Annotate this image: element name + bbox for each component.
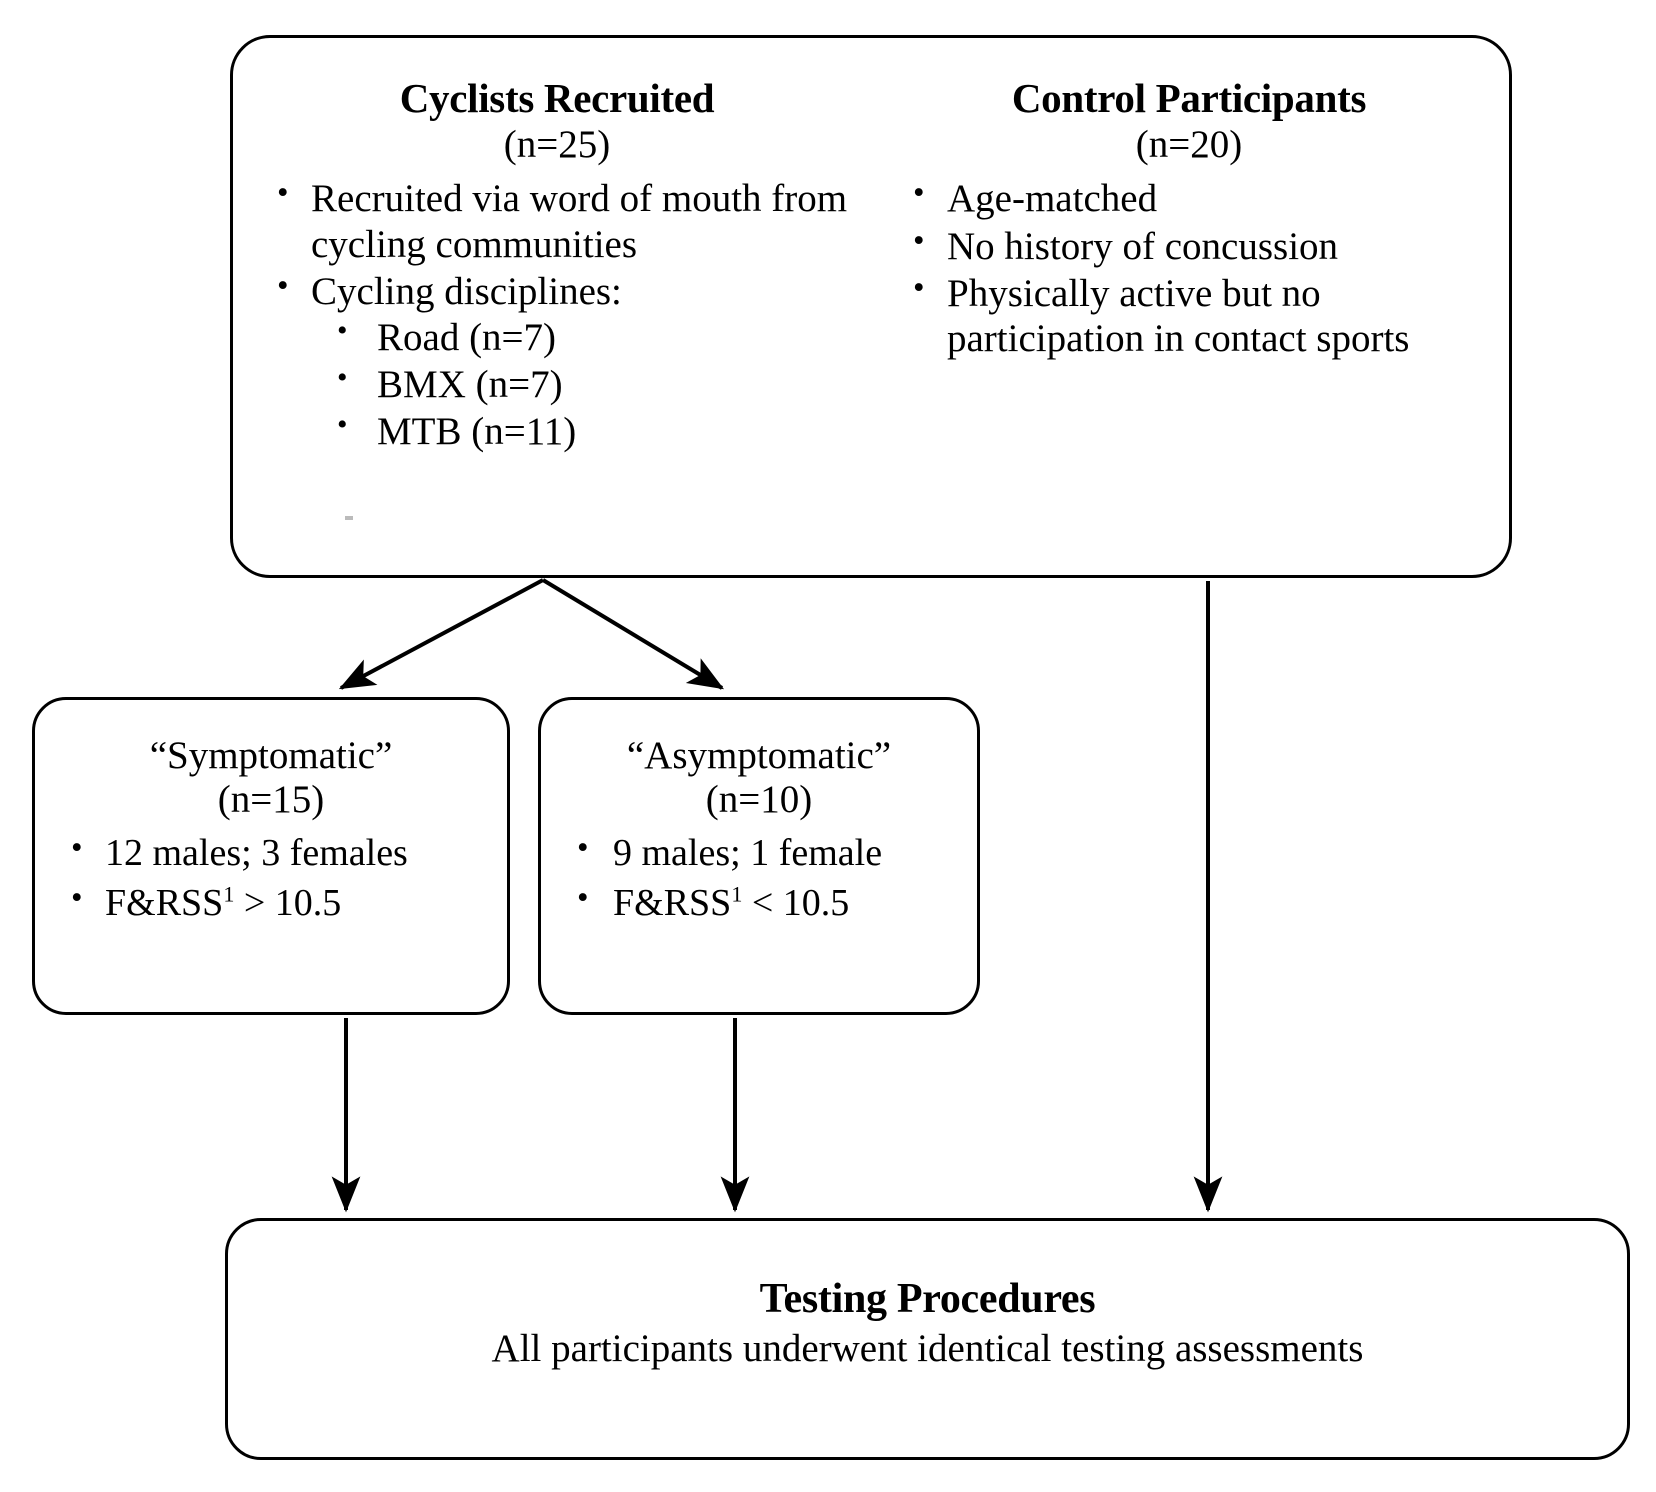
node-symptomatic[interactable]: “Symptomatic” (n=15) 12 males; 3 females… — [32, 697, 510, 1015]
edge-cyclists-to-symptomatic — [338, 578, 544, 690]
criterion-footnote-marker: 1 — [731, 881, 743, 907]
cyclists-count: (n=25) — [503, 123, 611, 167]
list-item: No history of concussion — [895, 222, 1483, 269]
criterion-footnote-marker: 1 — [223, 881, 235, 907]
asymptomatic-title: “Asymptomatic” — [626, 734, 892, 777]
symptomatic-count: (n=15) — [217, 778, 325, 822]
list-item: Physically active but no participation i… — [895, 269, 1483, 361]
group-controls: Control Participants (n=20) Age-matched … — [871, 76, 1483, 457]
sex-split-text: 12 males; 3 females — [105, 831, 408, 874]
list-item: 12 males; 3 females — [45, 829, 497, 875]
bullet-text: Age-matched — [947, 177, 1158, 221]
discipline-text: MTB (n=11) — [377, 410, 577, 454]
list-item: 9 males; 1 female — [551, 829, 967, 875]
list-item: Road (n=7) — [311, 313, 855, 361]
list-item: F&RSS1 < 10.5 — [551, 879, 967, 925]
asymptomatic-bullet-list: 9 males; 1 female F&RSS1 < 10.5 — [551, 829, 967, 925]
cyclists-title: Cyclists Recruited — [399, 75, 715, 121]
asymptomatic-count: (n=10) — [705, 778, 813, 822]
stray-mark — [345, 516, 353, 520]
list-item: BMX (n=7) — [311, 360, 855, 408]
testing-description: All participants underwent identical tes… — [491, 1327, 1364, 1371]
controls-count: (n=20) — [1135, 123, 1243, 167]
criterion-label: F&RSS — [105, 881, 224, 924]
list-item: Recruited via word of mouth from cycling… — [259, 174, 855, 266]
bullet-text: Recruited via word of mouth from cycling… — [311, 177, 848, 266]
sex-split-text: 9 males; 1 female — [613, 831, 883, 874]
edge-cyclists-to-asymptomatic — [541, 578, 725, 690]
symptomatic-bullet-list: 12 males; 3 females F&RSS1 > 10.5 — [45, 829, 497, 925]
criterion-value: > 10.5 — [234, 881, 342, 924]
list-item: Cycling disciplines: Road (n=7) BMX (n=7… — [259, 267, 855, 455]
node-asymptomatic[interactable]: “Asymptomatic” (n=10) 9 males; 1 female … — [538, 697, 980, 1015]
discipline-text: BMX (n=7) — [377, 363, 563, 406]
symptomatic-title: “Symptomatic” — [149, 734, 393, 777]
criterion-value: < 10.5 — [742, 881, 850, 924]
list-item: MTB (n=11) — [311, 407, 855, 455]
node-testing[interactable]: Testing Procedures All participants unde… — [225, 1218, 1630, 1460]
node-recruitment[interactable]: Cyclists Recruited (n=25) Recruited via … — [230, 35, 1512, 578]
group-cyclists: Cyclists Recruited (n=25) Recruited via … — [259, 76, 871, 457]
testing-title: Testing Procedures — [759, 1276, 1096, 1322]
controls-bullet-list: Age-matched No history of concussion Phy… — [895, 174, 1483, 361]
list-item: Age-matched — [895, 174, 1483, 221]
controls-title: Control Participants — [1011, 75, 1367, 121]
bullet-text: Physically active but no participation i… — [947, 271, 1410, 360]
bullet-text: No history of concussion — [947, 224, 1339, 268]
criterion-label: F&RSS — [613, 881, 732, 924]
cyclists-bullet-list: Recruited via word of mouth from cycling… — [259, 174, 855, 455]
cyclists-discipline-list: Road (n=7) BMX (n=7) MTB (n=11) — [311, 313, 855, 455]
list-item: F&RSS1 > 10.5 — [45, 879, 497, 925]
bullet-text: Cycling disciplines: — [311, 269, 622, 313]
discipline-text: Road (n=7) — [377, 315, 557, 359]
